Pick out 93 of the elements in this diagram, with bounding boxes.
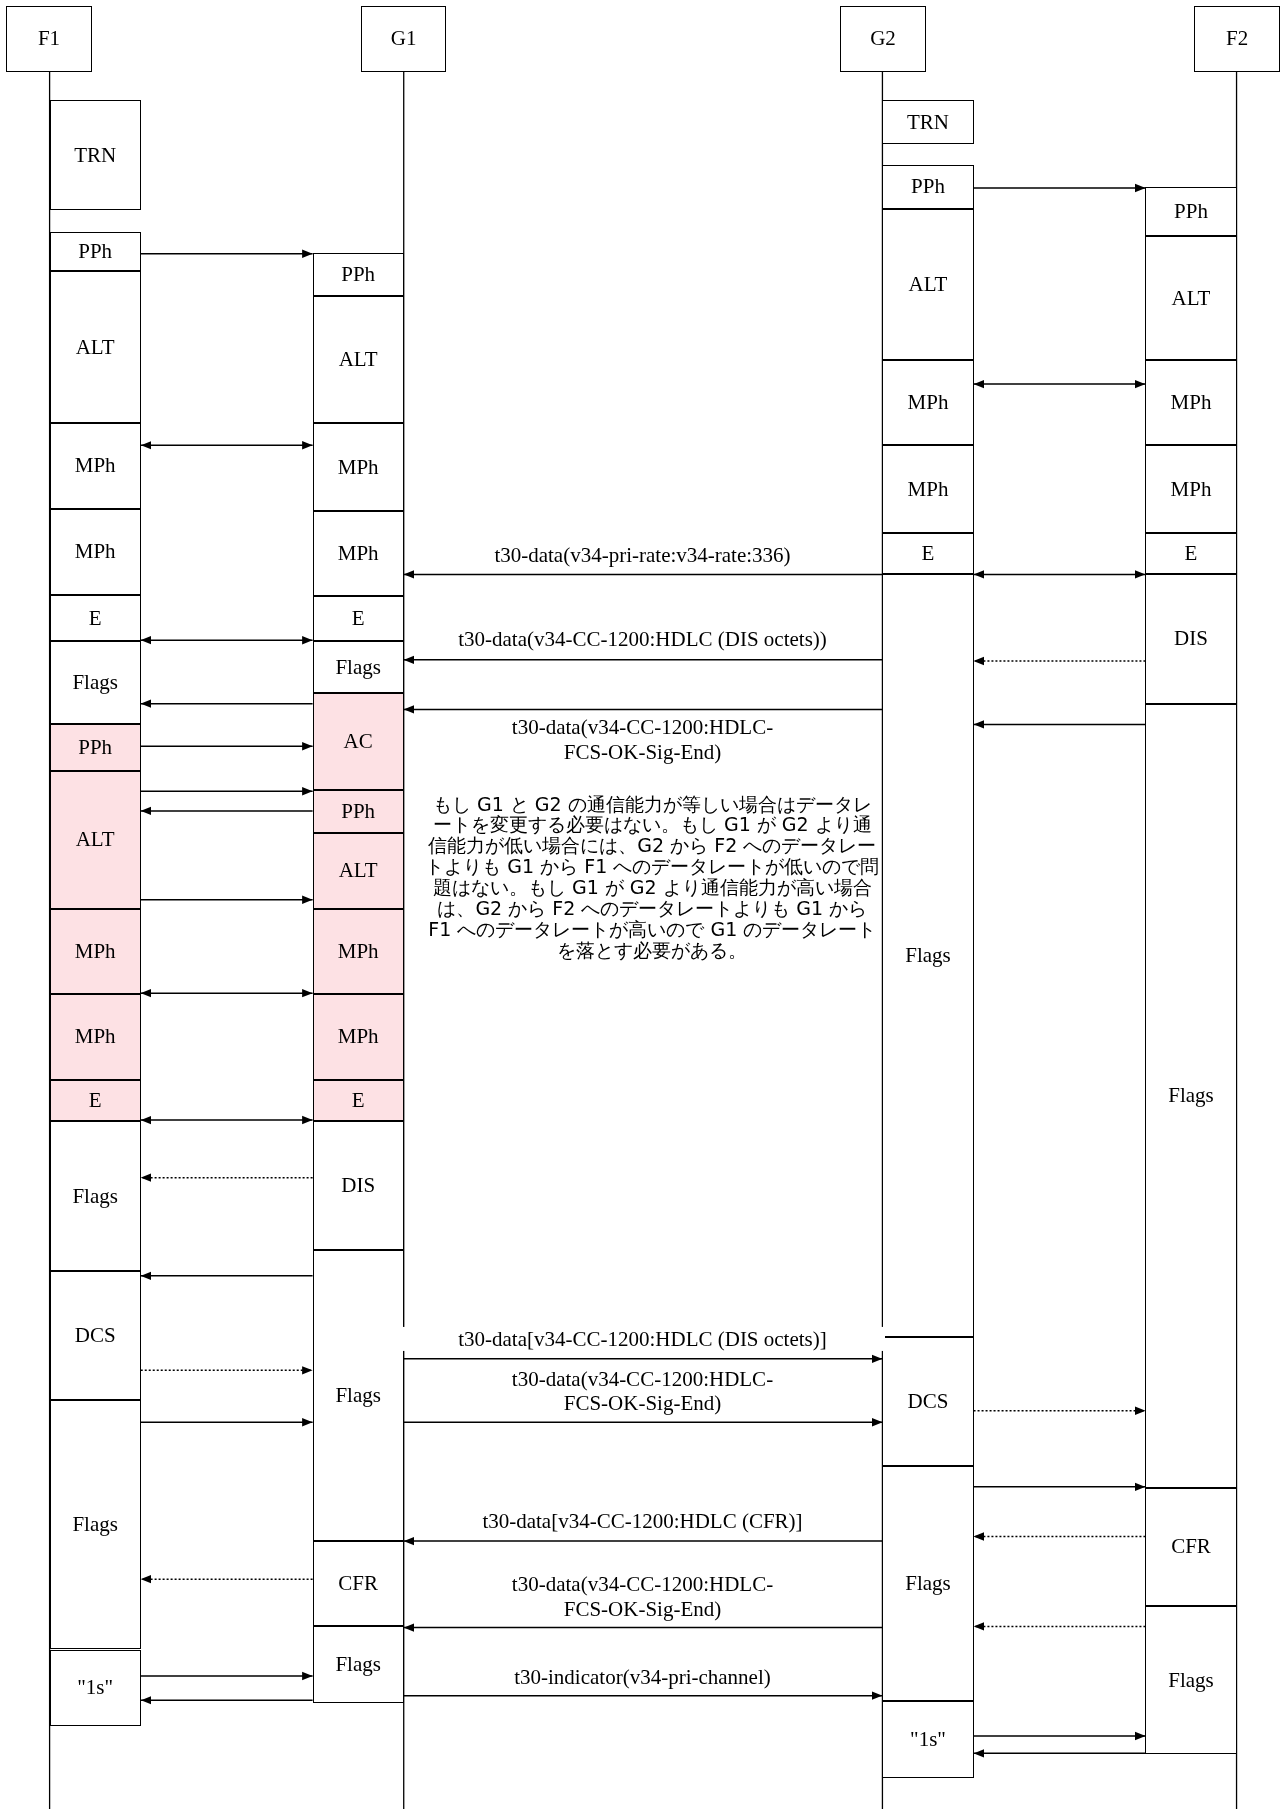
edge-label: t30-data[v34-CC-1200:HDLC (DIS octets)] bbox=[400, 1327, 885, 1352]
signal-box: "1s" bbox=[49, 1649, 141, 1726]
signal-box: Flags bbox=[882, 1466, 974, 1702]
arrow bbox=[140, 1115, 314, 1125]
signal-box: DCS bbox=[49, 1271, 141, 1401]
arrow bbox=[140, 895, 314, 904]
signal-box: MPh bbox=[49, 994, 141, 1080]
note-text: もし G1 と G2 の通信能力が等しい場合はデータレートを変更する必要はない。もし G1 が G2 より通信能力が低い場合には、G2 から F2 へのデータレートよりも G1 から F1 へのデータレートが低いので問題はない。もし G1 が G2 より通信能力が高い場合は、G2 から F2 へのデータレートよりも G1 から F1 へのデータレートが高いので G1 のデータレートを落とす必要がある。 bbox=[424, 793, 881, 961]
signal-box: MPh bbox=[312, 511, 404, 597]
signal-box: MPh bbox=[1145, 359, 1237, 446]
signal-box: PPh bbox=[882, 164, 974, 209]
signal-box: PPh bbox=[49, 724, 141, 771]
signal-box: MPh bbox=[882, 445, 974, 533]
entity-box: F2 bbox=[1193, 5, 1281, 72]
arrow bbox=[403, 655, 884, 664]
arrow bbox=[140, 636, 314, 645]
arrow bbox=[972, 1749, 1147, 1758]
arrow bbox=[140, 1574, 314, 1584]
signal-box: ALT bbox=[882, 208, 974, 360]
signal-box: E bbox=[312, 596, 404, 642]
arrow bbox=[140, 787, 314, 796]
signal-box: Flags bbox=[1145, 1605, 1237, 1755]
signal-box: MPh bbox=[49, 908, 141, 995]
signal-box: E bbox=[1145, 532, 1237, 575]
arrow bbox=[140, 1671, 314, 1681]
signal-box: Flags bbox=[882, 574, 974, 1337]
signal-box: Flags bbox=[312, 1250, 404, 1542]
signal-box: TRN bbox=[49, 100, 141, 210]
signal-box: E bbox=[49, 1079, 141, 1122]
arrow bbox=[972, 720, 1147, 729]
signal-box: ALT bbox=[1145, 236, 1237, 360]
signal-box: Flags bbox=[1145, 703, 1237, 1488]
signal-box: CFR bbox=[1145, 1488, 1237, 1606]
signal-box: Flags bbox=[49, 641, 141, 725]
arrow bbox=[140, 1418, 314, 1427]
signal-box: PPh bbox=[312, 252, 404, 297]
arrow bbox=[972, 379, 1147, 389]
arrow bbox=[403, 1354, 884, 1363]
entity-box: F1 bbox=[5, 5, 93, 72]
arrow bbox=[140, 699, 314, 708]
arrow bbox=[972, 1532, 1147, 1541]
arrow bbox=[403, 1691, 884, 1700]
signal-box: ALT bbox=[312, 832, 404, 909]
arrow bbox=[403, 1536, 884, 1546]
signal-box: PPh bbox=[312, 790, 404, 833]
signal-box: MPh bbox=[312, 423, 404, 511]
arrow bbox=[972, 570, 1147, 579]
signal-box: MPh bbox=[882, 359, 974, 446]
entity-box: G1 bbox=[361, 5, 447, 72]
signal-box: PPh bbox=[49, 231, 141, 272]
signal-box: Flags bbox=[49, 1121, 141, 1272]
arrow bbox=[403, 570, 884, 579]
signal-box: MPh bbox=[1145, 445, 1237, 533]
arrow bbox=[140, 742, 314, 751]
signal-box: Flags bbox=[312, 1626, 404, 1703]
signal-box: MPh bbox=[312, 908, 404, 995]
signal-box: ALT bbox=[49, 271, 141, 424]
signal-box: MPh bbox=[312, 994, 404, 1080]
signal-box: ALT bbox=[49, 770, 141, 909]
signal-box: Flags bbox=[312, 641, 404, 694]
signal-box: E bbox=[312, 1079, 404, 1122]
signal-box: PPh bbox=[1145, 186, 1237, 237]
arrow bbox=[972, 1406, 1147, 1415]
arrow bbox=[403, 1623, 884, 1632]
signal-box: MPh bbox=[49, 423, 141, 509]
arrow bbox=[140, 441, 314, 450]
signal-box: E bbox=[49, 595, 141, 642]
entity-box: G2 bbox=[839, 5, 927, 72]
arrow bbox=[972, 656, 1147, 666]
arrow bbox=[972, 1731, 1147, 1741]
signal-box: E bbox=[882, 532, 974, 575]
signal-box: DCS bbox=[882, 1336, 974, 1467]
signal-box: Flags bbox=[49, 1400, 141, 1650]
arrow bbox=[140, 1173, 314, 1182]
arrow bbox=[140, 988, 314, 998]
arrow bbox=[972, 1482, 1147, 1492]
arrow bbox=[972, 1622, 1147, 1631]
signal-box: CFR bbox=[312, 1541, 404, 1627]
arrow bbox=[140, 1696, 314, 1705]
arrow bbox=[140, 249, 314, 258]
arrow bbox=[140, 1271, 314, 1280]
signal-box: DIS bbox=[312, 1121, 404, 1251]
arrow bbox=[972, 183, 1147, 193]
signal-box: MPh bbox=[49, 508, 141, 596]
signal-box: ALT bbox=[312, 296, 404, 424]
arrow bbox=[140, 806, 314, 816]
signal-box: AC bbox=[312, 693, 404, 791]
arrow bbox=[140, 1366, 314, 1375]
signal-box: TRN bbox=[882, 100, 974, 145]
signal-box: DIS bbox=[1145, 574, 1237, 704]
signal-box: "1s" bbox=[882, 1701, 974, 1778]
arrow bbox=[403, 1418, 884, 1427]
arrow bbox=[403, 705, 884, 714]
